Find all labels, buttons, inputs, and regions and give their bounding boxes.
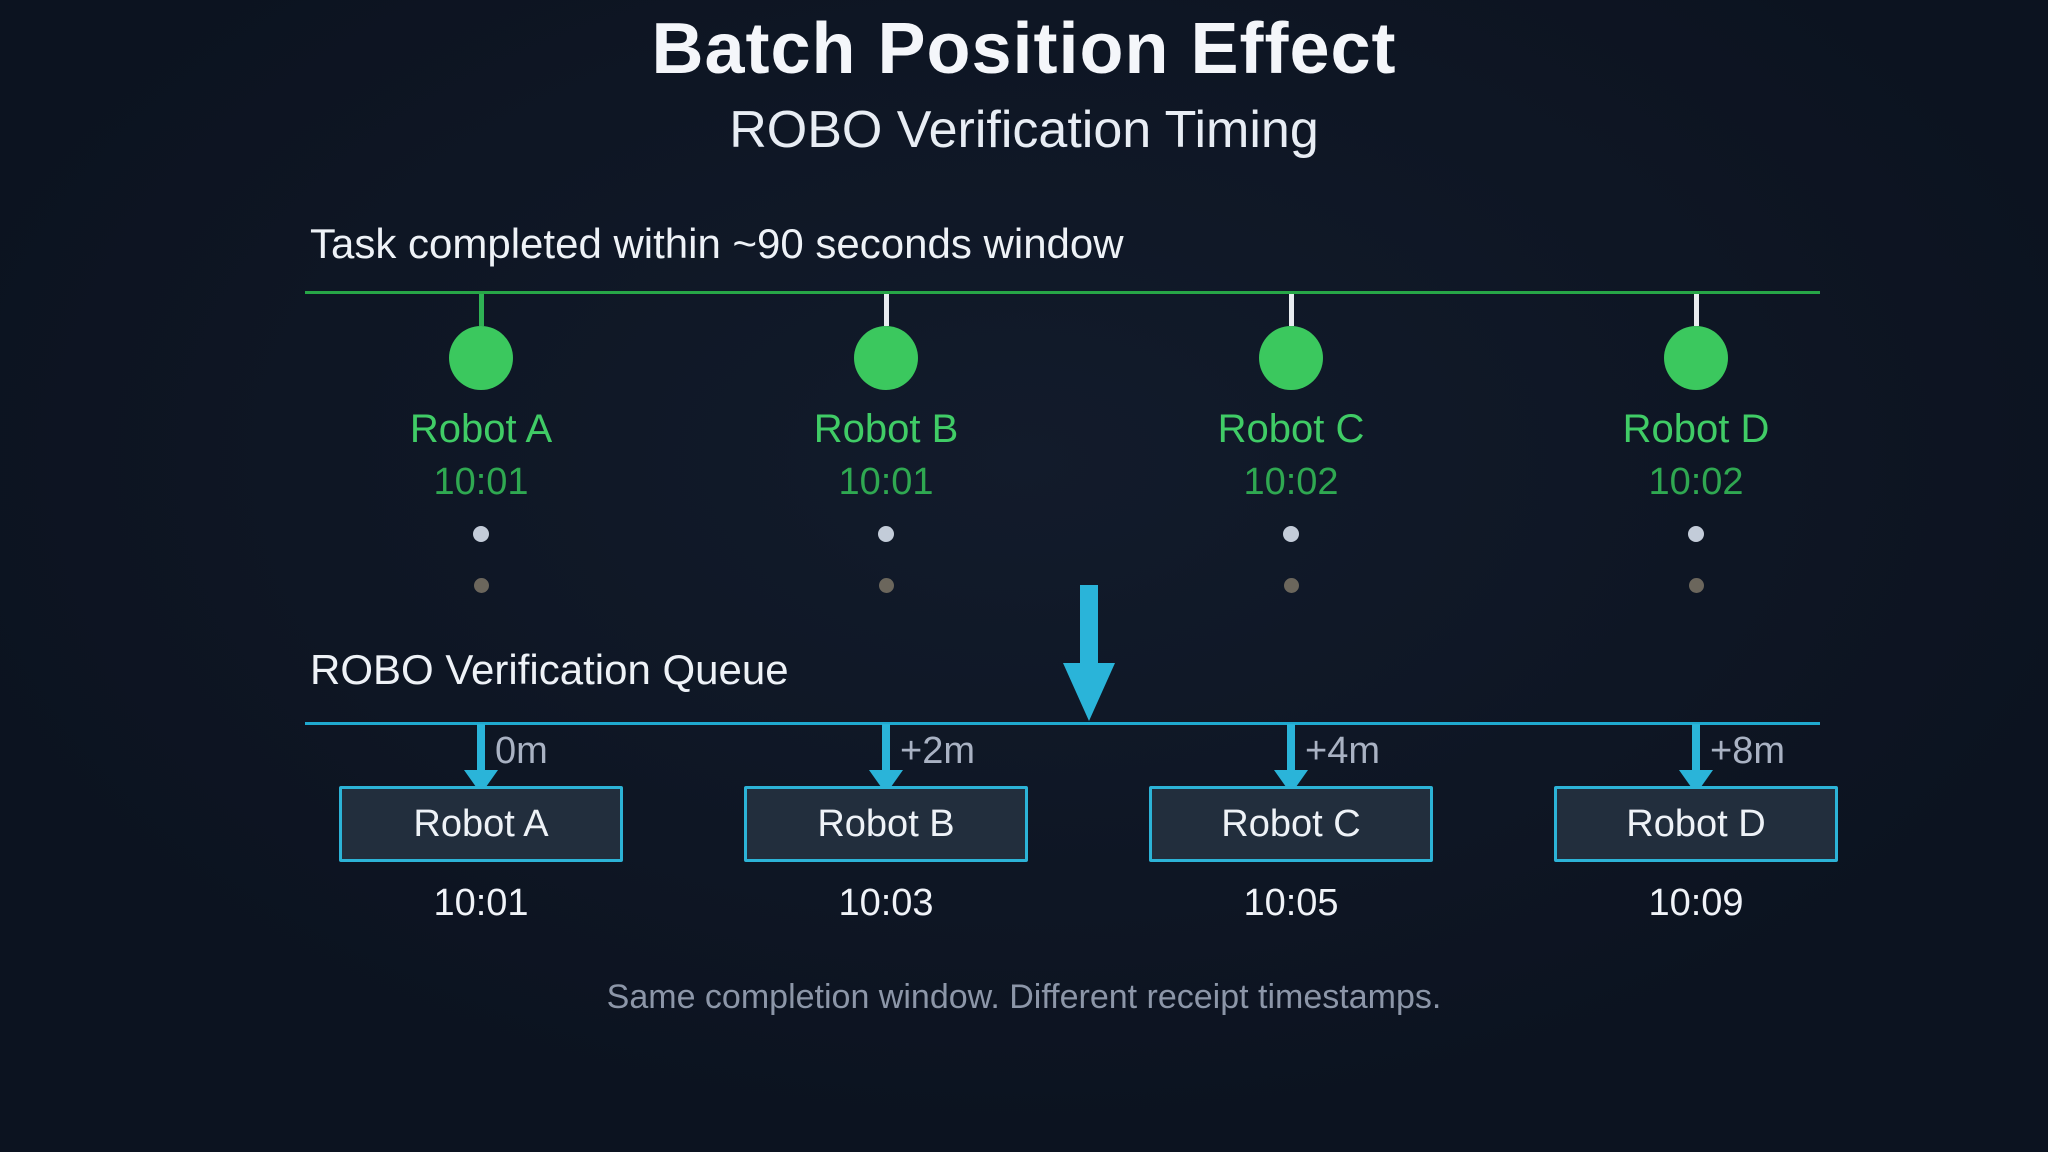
flow-down-arrow-icon bbox=[1063, 585, 1115, 721]
queue-arrow-shaft bbox=[1692, 724, 1700, 776]
completion-marker-circle bbox=[1664, 326, 1728, 390]
queue-receipt-time: 10:05 bbox=[1243, 882, 1339, 924]
queue-robot-c-column: +4m Robot C 10:05 bbox=[1141, 724, 1441, 954]
timeline-stem bbox=[883, 294, 889, 326]
queue-receipt-time: 10:09 bbox=[1648, 882, 1744, 924]
completion-robot-b-column: Robot B 10:01 bbox=[736, 294, 1036, 593]
completion-robot-c-column: Robot C 10:02 bbox=[1141, 294, 1441, 593]
completion-marker-circle bbox=[449, 326, 513, 390]
queue-robot-box: Robot C bbox=[1149, 786, 1433, 862]
ellipsis-dot bbox=[1283, 578, 1299, 593]
ellipsis-dot bbox=[878, 578, 894, 593]
completion-section-heading: Task completed within ~90 seconds window bbox=[310, 220, 1124, 267]
caption-text: Same completion window. Different receip… bbox=[606, 978, 1442, 1016]
timeline-stem bbox=[1693, 294, 1699, 326]
ellipsis-dot bbox=[473, 526, 489, 542]
completion-timeline-line bbox=[305, 291, 1820, 294]
queue-arrow-shaft bbox=[1287, 724, 1295, 776]
queue-robot-d-column: +8m Robot D 10:09 bbox=[1546, 724, 1846, 954]
completion-marker-circle bbox=[854, 326, 918, 390]
queue-delay-label: 0m bbox=[495, 730, 548, 772]
completion-time-label: 10:01 bbox=[433, 461, 529, 503]
ellipsis-dot bbox=[1688, 526, 1704, 542]
queue-robot-box: Robot B bbox=[744, 786, 1028, 862]
robot-name-label: Robot B bbox=[813, 407, 959, 451]
queue-delay-label: +4m bbox=[1305, 730, 1380, 772]
robot-name-label: Robot D bbox=[1622, 407, 1770, 451]
timeline-stem bbox=[478, 294, 484, 326]
timeline-stem bbox=[1288, 294, 1294, 326]
queue-robot-box: Robot A bbox=[339, 786, 623, 862]
ellipsis-dot bbox=[473, 578, 489, 593]
queue-delay-label: +2m bbox=[900, 730, 975, 772]
completion-robot-d-column: Robot D 10:02 bbox=[1546, 294, 1846, 593]
completion-robot-a-column: Robot A 10:01 bbox=[331, 294, 631, 593]
completion-time-label: 10:02 bbox=[1648, 461, 1744, 503]
ellipsis-dot bbox=[1688, 578, 1704, 593]
robot-name-label: Robot A bbox=[409, 407, 553, 451]
queue-section-heading: ROBO Verification Queue bbox=[310, 646, 789, 693]
queue-robot-box: Robot D bbox=[1554, 786, 1838, 862]
queue-receipt-time: 10:03 bbox=[838, 882, 934, 924]
page-title: Batch Position Effect bbox=[651, 9, 1397, 89]
ellipsis-dot bbox=[878, 526, 894, 542]
queue-receipt-time: 10:01 bbox=[433, 882, 529, 924]
ellipsis-dot bbox=[1283, 526, 1299, 542]
queue-robot-a-column: 0m Robot A 10:01 bbox=[331, 724, 631, 954]
queue-timeline-line bbox=[305, 722, 1820, 725]
completion-time-label: 10:01 bbox=[838, 461, 934, 503]
robot-name-label: Robot C bbox=[1217, 407, 1365, 451]
completion-marker-circle bbox=[1259, 326, 1323, 390]
queue-arrow-shaft bbox=[882, 724, 890, 776]
completion-time-label: 10:02 bbox=[1243, 461, 1339, 503]
queue-arrow-shaft bbox=[477, 724, 485, 776]
page-subtitle: ROBO Verification Timing bbox=[729, 101, 1319, 159]
queue-robot-b-column: +2m Robot B 10:03 bbox=[736, 724, 1036, 954]
queue-delay-label: +8m bbox=[1710, 730, 1785, 772]
